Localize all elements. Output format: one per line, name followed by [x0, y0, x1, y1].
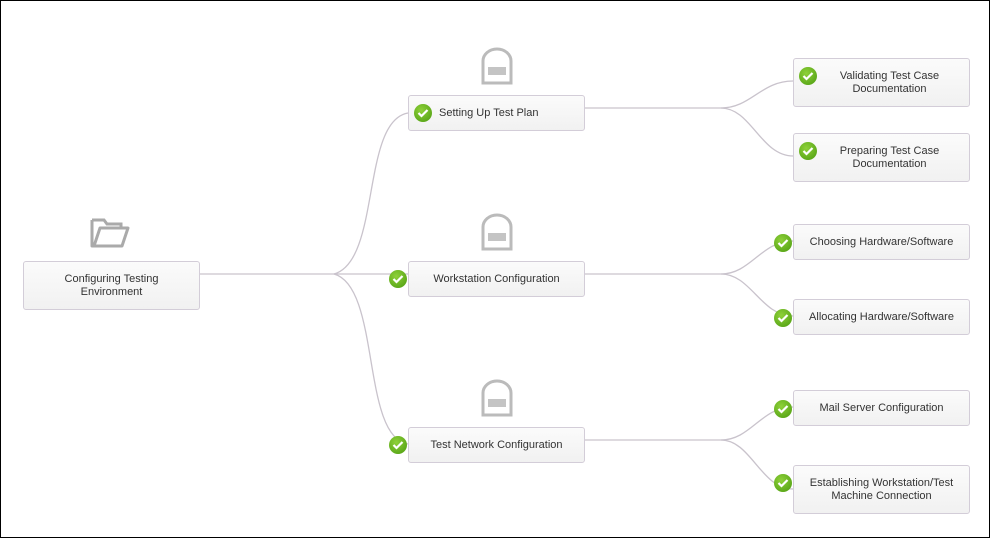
node-label: Test Network Configuration	[430, 438, 563, 451]
check-icon	[774, 474, 792, 492]
lock-icon	[481, 47, 513, 85]
check-icon	[799, 67, 817, 85]
connector-root-b2	[333, 273, 409, 445]
node-label: Mail Server Configuration	[819, 401, 944, 414]
node-label: Establishing Workstation/Test	[809, 476, 954, 489]
node-choosing-hardware-software[interactable]: Choosing Hardware/Software	[774, 224, 970, 260]
node-label: Workstation Configuration	[433, 272, 560, 285]
connector-root-b0	[333, 112, 409, 275]
node-label: Setting Up Test Plan	[439, 106, 539, 119]
node-label: Documentation	[852, 82, 927, 95]
folder-icon	[90, 218, 130, 248]
lock-icon	[481, 379, 513, 417]
check-icon	[799, 142, 817, 160]
connector-b1	[584, 240, 794, 275]
connector-b0	[584, 80, 794, 109]
node-mail-server-configuration[interactable]: Mail Server Configuration	[774, 390, 970, 426]
connector-b2	[584, 406, 794, 441]
node-label: Choosing Hardware/Software	[809, 235, 954, 248]
check-icon	[774, 234, 792, 252]
node-label: Documentation	[852, 157, 927, 170]
node-label: Validating Test Case	[839, 69, 940, 82]
node-label: Configuring Testing	[64, 272, 159, 285]
connector-b0b	[720, 107, 794, 157]
check-icon	[389, 270, 407, 288]
lock-icon	[481, 213, 513, 251]
node-label: Preparing Test Case	[839, 144, 940, 157]
node-label: Environment	[80, 285, 143, 298]
node-setting-up-test-plan[interactable]: Setting Up Test Plan	[408, 95, 585, 131]
check-icon	[774, 309, 792, 327]
check-icon	[414, 104, 432, 122]
node-label: Machine Connection	[831, 489, 932, 502]
node-allocating-hardware-software[interactable]: Allocating Hardware/Software	[774, 299, 970, 335]
check-icon	[774, 400, 792, 418]
check-icon	[389, 436, 407, 454]
node-test-network-configuration[interactable]: Test Network Configuration	[389, 427, 585, 463]
node-workstation-configuration[interactable]: Workstation Configuration	[389, 261, 585, 297]
node-label: Allocating Hardware/Software	[809, 310, 954, 323]
